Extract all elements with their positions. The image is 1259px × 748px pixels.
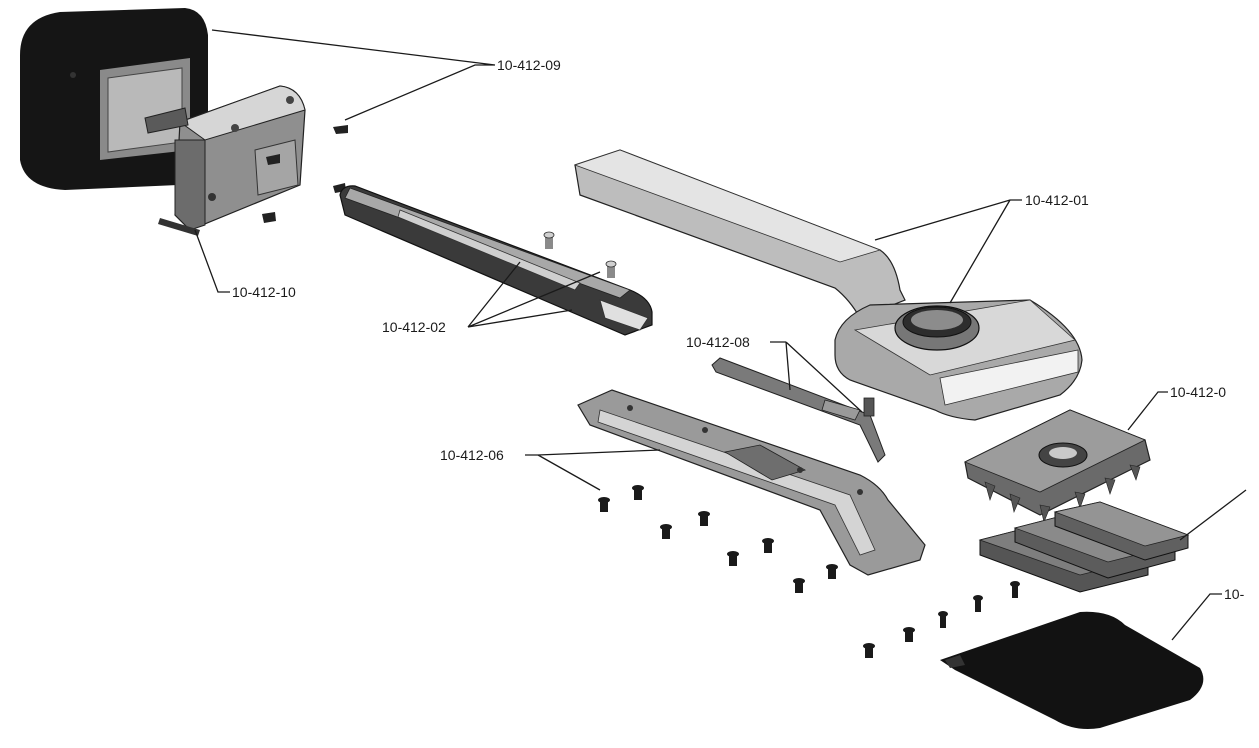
rail-part	[339, 185, 653, 336]
callout-label-01: 10-412-01	[1025, 192, 1089, 208]
leader-line-07	[1127, 391, 1168, 431]
callout-label-07: 10-412-0	[1170, 384, 1226, 400]
back-cover-part	[20, 8, 208, 190]
leader-line-09	[211, 29, 496, 121]
leader-lines	[194, 29, 1247, 641]
spiked-plate-part	[964, 409, 1151, 523]
leader-line-03	[1179, 489, 1247, 541]
bottom-pad-part	[940, 611, 1204, 729]
leader-line-06	[525, 449, 661, 491]
leader-line-10	[194, 229, 230, 293]
callout-label-10: 10-412-10	[232, 284, 296, 300]
mount-bracket-part	[144, 85, 306, 236]
frame-part	[577, 389, 926, 576]
leader-line-11	[1171, 593, 1222, 641]
slats-part	[978, 501, 1190, 593]
handle-part	[573, 149, 1083, 421]
callout-label-06: 10-412-06	[440, 447, 504, 463]
callout-label-08: 10-412-08	[686, 334, 750, 350]
leader-line-01	[874, 199, 1022, 304]
leader-line-08	[770, 341, 863, 413]
leader-line-02	[467, 261, 601, 328]
callout-label-11: 10-	[1224, 586, 1245, 602]
callout-label-09: 10-412-09	[497, 57, 561, 73]
screw-part	[598, 485, 1020, 658]
callout-label-02: 10-412-02	[382, 319, 446, 335]
spring-clip-part	[711, 357, 886, 463]
